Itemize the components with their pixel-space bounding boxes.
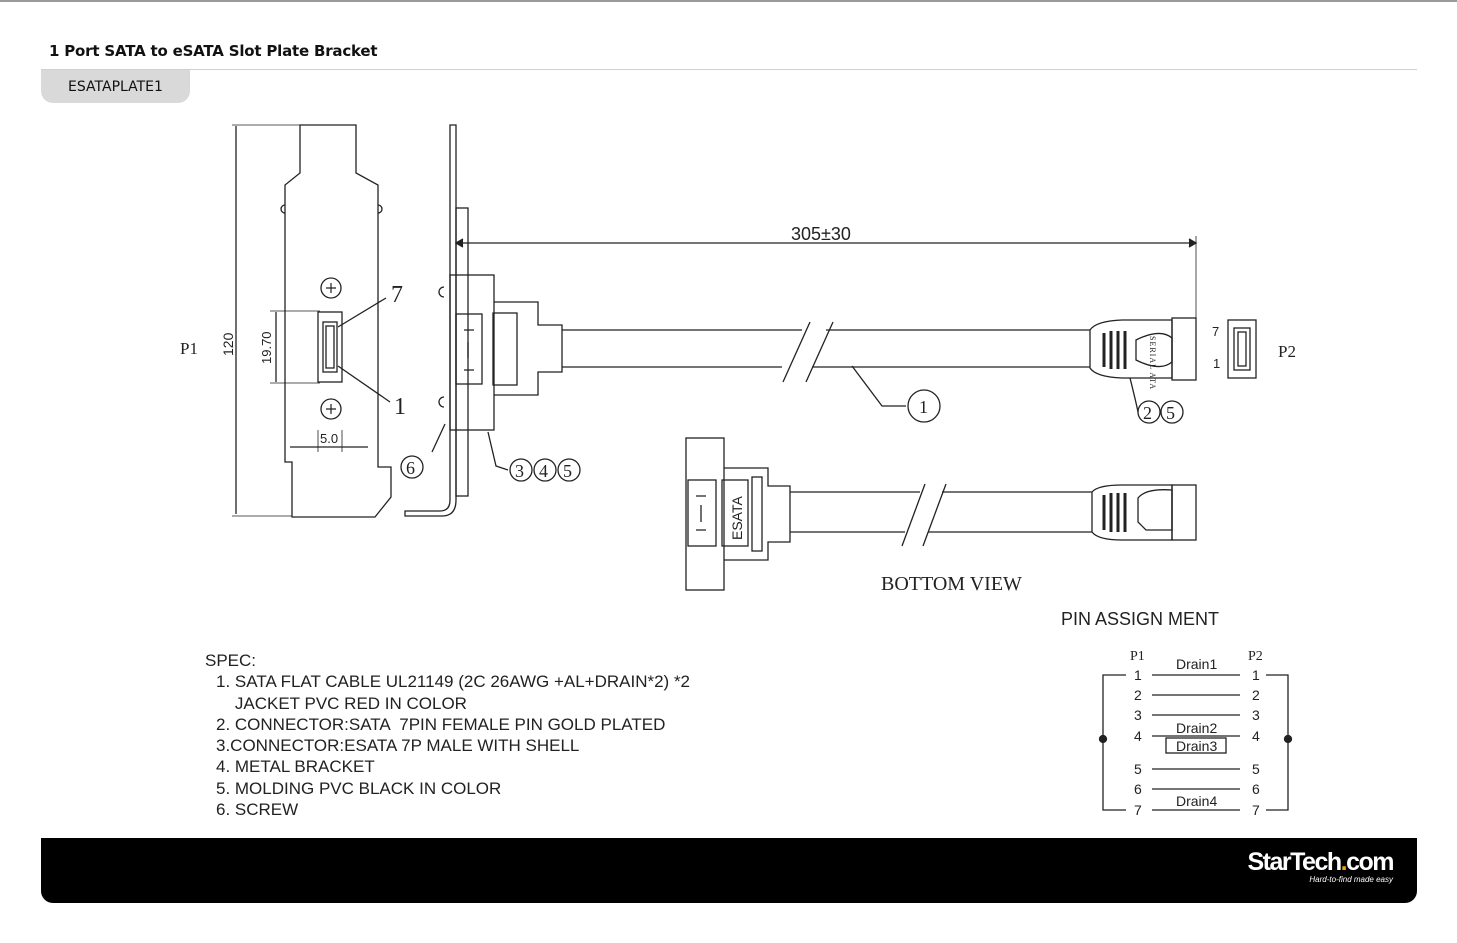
drain-4: Drain4 — [1176, 793, 1217, 809]
logo-dot: . — [1340, 848, 1348, 876]
logo-tagline: Hard-to-find made easy — [1309, 875, 1393, 884]
callout-5b: 5 — [563, 461, 572, 481]
esata-label: ESATA — [729, 496, 745, 540]
p2-pin-4: 4 — [1252, 728, 1260, 744]
spec-line: 4. METAL BRACKET — [216, 757, 375, 777]
drain-1: Drain1 — [1176, 656, 1217, 672]
length-dimension: 305±30 — [791, 224, 851, 244]
pin-assignment-title: PIN ASSIGN MENT — [1061, 609, 1219, 629]
p2-pin-3: 3 — [1252, 707, 1260, 723]
spec-line: 3.CONNECTOR:ESATA 7P MALE WITH SHELL — [216, 736, 580, 756]
p2-pin-5: 5 — [1252, 761, 1260, 777]
spec-line: 2. CONNECTOR:SATA 7PIN FEMALE PIN GOLD P… — [216, 714, 666, 734]
spec-line: 5. MOLDING PVC BLACK IN COLOR — [216, 778, 502, 798]
footer-bar: StarTech.com Hard-to-find made easy — [41, 838, 1417, 903]
p1-label: P1 — [180, 339, 198, 358]
port-dimension: 19.70 — [259, 331, 274, 364]
bracket-side — [404, 124, 457, 517]
logo-text-b: com — [1346, 848, 1394, 876]
p2-pin-1: 1 — [1252, 667, 1260, 683]
p2-pin-top: 7 — [1212, 324, 1219, 339]
drain-3: Drain3 — [1176, 738, 1217, 754]
pin-p1-header: P1 — [1130, 649, 1145, 664]
p2-pin-bottom: 1 — [1213, 356, 1220, 371]
p1-pin-5: 5 — [1134, 761, 1142, 777]
p2-pin-2: 2 — [1252, 687, 1260, 703]
p2-label: P2 — [1278, 342, 1296, 361]
pin-bottom-label: 1 — [394, 394, 406, 420]
callout-3: 3 — [515, 461, 524, 481]
callout-5a: 5 — [1166, 403, 1175, 423]
connector-label: SERIAL ATA — [1148, 336, 1157, 390]
width-dimension: 5.0 — [320, 431, 338, 446]
callout-2: 2 — [1143, 403, 1152, 423]
logo-text-a: StarTech — [1247, 848, 1343, 876]
bracket-outline — [284, 124, 392, 518]
spec-line: 1. SATA FLAT CABLE UL21149 (2C 26AWG +AL… — [216, 672, 691, 692]
p1-pin-7: 7 — [1134, 802, 1142, 818]
drain-2: Drain2 — [1176, 720, 1217, 736]
p2-pin-7: 7 — [1252, 802, 1260, 818]
p1-pin-6: 6 — [1134, 781, 1142, 797]
callout-6: 6 — [406, 458, 415, 478]
pin-p2-header: P2 — [1248, 649, 1263, 664]
startech-logo: StarTech.com Hard-to-find made easy — [1247, 848, 1395, 884]
spec-list: SPEC: 1. SATA FLAT CABLE UL21149 (2C 26A… — [205, 650, 690, 820]
p1-pin-3: 3 — [1134, 707, 1142, 723]
p1-pin-1: 1 — [1134, 667, 1142, 683]
spec-line: JACKET PVC RED IN COLOR — [216, 693, 467, 713]
callout-4: 4 — [539, 461, 548, 481]
spec-line: 6. SCREW — [216, 800, 299, 820]
height-dimension: 120 — [220, 332, 236, 356]
pin-top-label: 7 — [391, 282, 403, 308]
p1-pin-4: 4 — [1134, 728, 1142, 744]
p2-pin-6: 6 — [1252, 781, 1260, 797]
p1-pin-2: 2 — [1134, 687, 1142, 703]
top-border — [0, 0, 1457, 2]
spec-heading: SPEC: — [205, 651, 257, 670]
title-divider — [41, 69, 1417, 70]
callout-1: 1 — [919, 397, 928, 417]
part-number-tab: ESATAPLATE1 — [41, 70, 190, 103]
page-title: 1 Port SATA to eSATA Slot Plate Bracket — [49, 42, 378, 60]
bottom-view-label: BOTTOM VIEW — [881, 573, 1022, 595]
